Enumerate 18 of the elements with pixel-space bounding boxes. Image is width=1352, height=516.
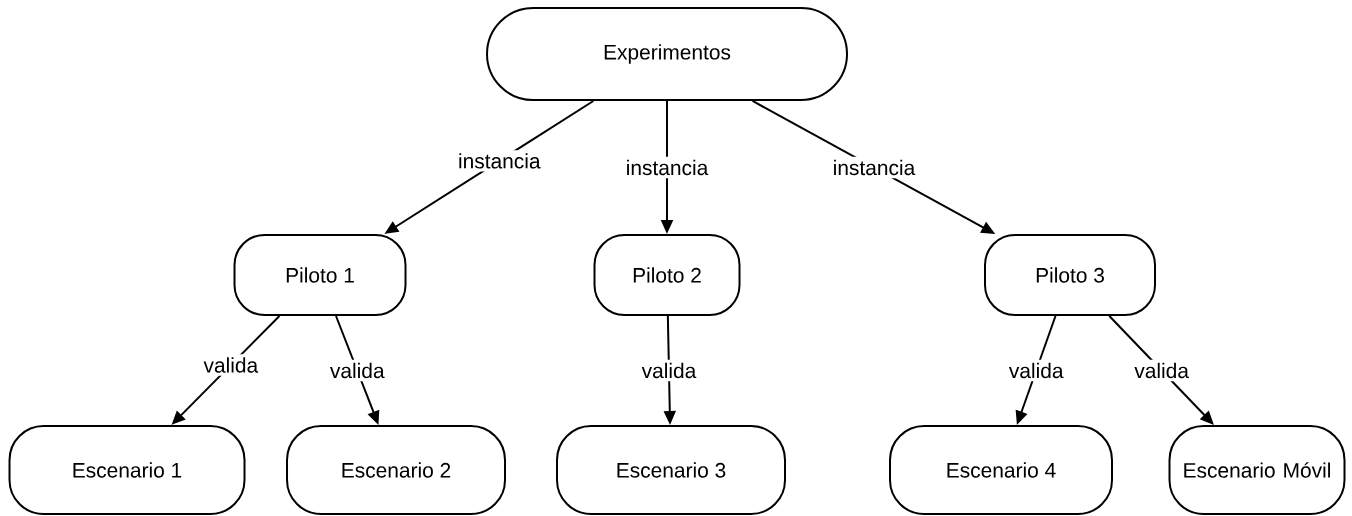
rounded-box: Piloto 3 [984,234,1156,316]
edge-label: instancia [455,150,544,172]
rounded-box: Piloto 1 [233,234,407,316]
edge-label: valida [1005,359,1067,382]
rounded-box: Escenario 2 [286,425,506,515]
rounded-box: Experimentos [486,7,848,101]
edge-label: instancia [829,156,919,179]
rounded-box: Escenario 3 [556,425,786,515]
rounded-box: Escenario Móvil [1168,425,1346,515]
edge-label: valida [638,359,700,382]
edge-label: valida [326,359,388,382]
arrow [1108,315,1214,425]
edge-label: valida [1131,359,1192,382]
edge-label: valida [200,354,262,376]
rounded-box: Escenario 1 [8,425,246,515]
edge-label: instancia [622,156,712,179]
rounded-box: Escenario 4 [889,425,1113,515]
rounded-box: Piloto 2 [593,234,741,316]
